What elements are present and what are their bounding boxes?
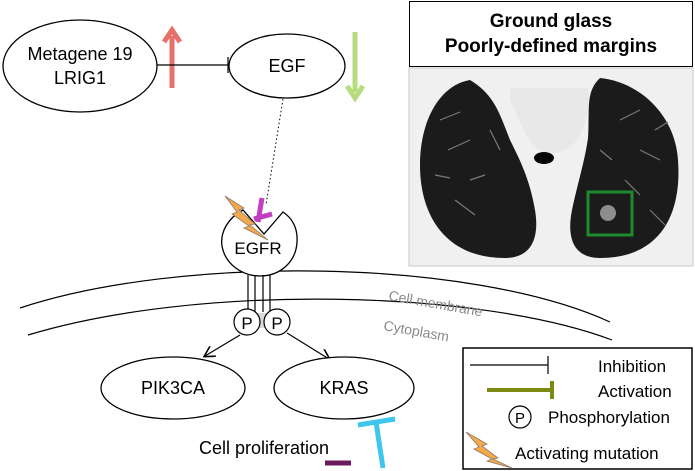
mediastinum-shape xyxy=(510,88,589,154)
metagene-node xyxy=(2,19,158,113)
egf-egfr-dotted-link xyxy=(265,98,284,206)
cytoplasm-label: Cytoplasm xyxy=(382,317,450,344)
egfr-inhibitor-icon xyxy=(253,197,273,223)
ct-caption-line2: Poorly-defined margins xyxy=(444,36,658,57)
phospho-left-label: P xyxy=(241,314,252,333)
legend-mutation-bolt-icon xyxy=(465,431,513,469)
lrig1-label: LRIG1 xyxy=(54,68,106,88)
arrow-to-pik3ca xyxy=(205,334,241,356)
egfr-receptor xyxy=(221,209,298,312)
egfr-mutation-bolt-icon xyxy=(224,195,269,241)
trachea-shape xyxy=(534,152,554,164)
legend: Inhibition Activation P Phosphorylation … xyxy=(462,347,693,470)
kras-node xyxy=(273,356,415,420)
left-lung-shape xyxy=(570,78,679,258)
pik3ca-label: PIK3CA xyxy=(141,378,205,398)
downregulated-arrow xyxy=(344,32,366,103)
membrane-outer-line xyxy=(19,270,611,323)
egf-label: EGF xyxy=(268,56,305,76)
inhibition-metagene-egf xyxy=(157,57,229,73)
legend-phosphorylation-label: Phosphorylation xyxy=(548,408,670,427)
upregulated-arrow xyxy=(161,25,183,88)
legend-inhibition-label: Inhibition xyxy=(598,357,666,376)
ground-glass-lesion xyxy=(600,205,616,221)
proliferation-inhibitor-icon xyxy=(357,416,396,469)
cell-proliferation-label: Cell proliferation xyxy=(199,438,329,458)
metagene-label: Metagene 19 xyxy=(27,44,132,64)
ct-scan-image xyxy=(408,67,694,267)
legend-activating-mutation-label: Activating mutation xyxy=(515,444,659,463)
legend-phospho-icon xyxy=(508,405,532,429)
egfr-label: EGFR xyxy=(234,239,281,258)
phospho-circle-right xyxy=(263,308,291,336)
lesion-highlight-box xyxy=(586,190,634,237)
cell-membrane-label: Cell membrane xyxy=(387,287,483,319)
egf-node xyxy=(228,33,346,99)
kras-label: KRAS xyxy=(319,378,368,398)
membrane-inner-line xyxy=(27,298,613,341)
legend-box xyxy=(462,347,693,470)
pik3ca-node xyxy=(100,356,246,420)
phospho-right-label: P xyxy=(271,314,282,333)
legend-activation-label: Activation xyxy=(598,382,672,401)
ct-caption-line1: Ground glass xyxy=(489,11,613,32)
legend-phospho-symbol: P xyxy=(515,410,525,427)
ct-caption-box: Ground glass Poorly-defined margins xyxy=(409,1,693,67)
lung-vessels xyxy=(434,109,669,226)
arrow-to-kras xyxy=(286,332,329,359)
right-lung-shape xyxy=(420,80,537,258)
phospho-circle-left xyxy=(233,308,261,336)
